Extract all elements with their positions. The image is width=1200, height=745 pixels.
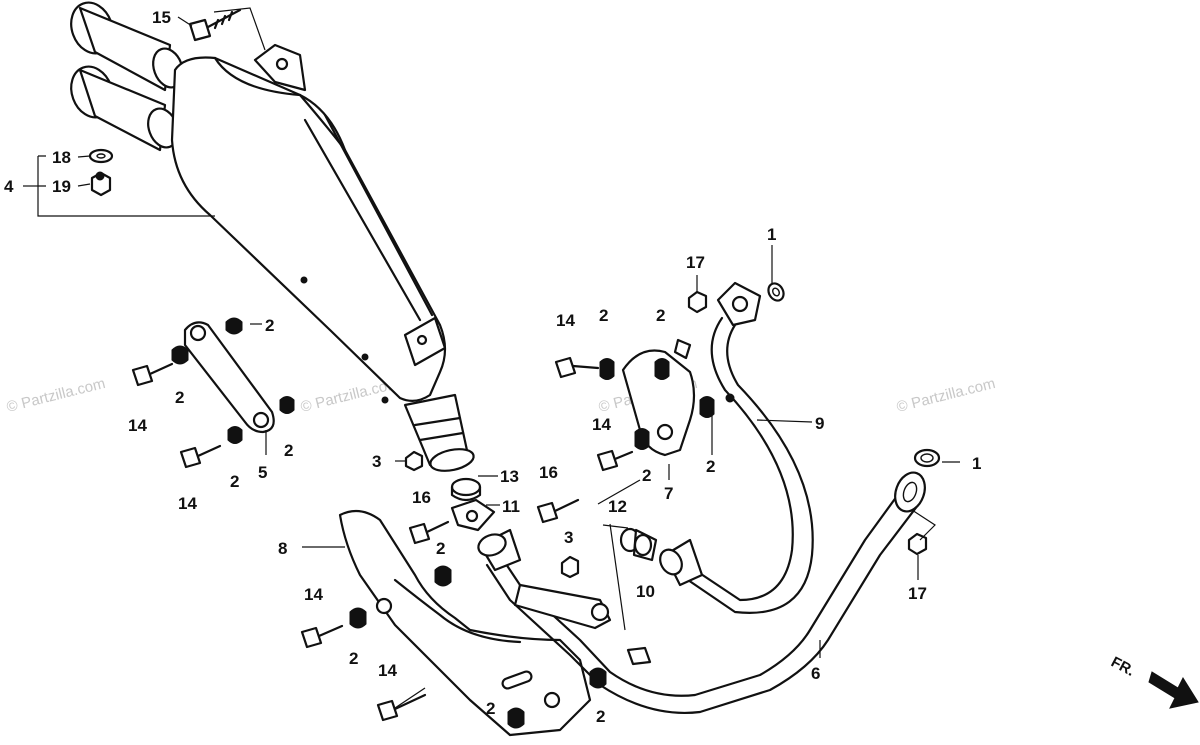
joint-10 [632, 528, 658, 562]
callout-2: 2 [349, 649, 358, 668]
callout-2: 2 [599, 306, 608, 325]
callout-10: 10 [636, 582, 655, 601]
exhaust-pipe-6 [478, 471, 926, 714]
bolts-14-16 [131, 356, 634, 722]
washer-1-upper [767, 282, 785, 302]
callout-6: 6 [811, 664, 820, 683]
callout-5: 5 [258, 463, 267, 482]
callout-16: 16 [539, 463, 558, 482]
callout-2: 2 [486, 699, 495, 718]
callout-14: 14 [556, 311, 575, 330]
nut-19 [90, 171, 112, 197]
callout-14: 14 [178, 494, 197, 513]
nut-3-lower [560, 555, 580, 579]
mounts-2 [171, 317, 715, 729]
callout-13: 13 [500, 467, 519, 486]
callout-2: 2 [656, 306, 665, 325]
front-direction-indicator: FR. [1108, 654, 1199, 709]
gasket-13 [450, 477, 482, 502]
callout-8: 8 [278, 539, 287, 558]
nut-17-upper [687, 290, 708, 314]
callout-2: 2 [436, 539, 445, 558]
callout-17: 17 [686, 253, 705, 272]
callout-1: 1 [972, 454, 981, 473]
callout-15: 15 [152, 8, 171, 27]
bracket-5 [183, 321, 275, 434]
callout-2: 2 [265, 316, 274, 335]
washer-1-lower [913, 448, 941, 468]
leader-lines [23, 7, 960, 709]
callout-3: 3 [372, 452, 381, 471]
callout-3: 3 [564, 528, 573, 547]
callout-labels: 15 18 4 19 2 14 2 2 14 2 5 3 13 16 11 8 … [4, 8, 981, 726]
callout-9: 9 [815, 414, 824, 433]
watermark-right: © Partzilla.com [895, 375, 997, 416]
watermark-left: © Partzilla.com [5, 375, 107, 416]
muffler [70, 1, 475, 472]
callout-1: 1 [767, 225, 776, 244]
washer-18 [88, 148, 114, 164]
callout-16: 16 [412, 488, 431, 507]
callout-7: 7 [664, 484, 673, 503]
nut-3-upper [404, 450, 424, 472]
callout-11: 11 [502, 497, 520, 516]
heat-shield-8 [338, 509, 592, 737]
callout-14: 14 [128, 416, 147, 435]
watermarks: © Partzilla.com © Partzilla.com © Partzi… [5, 375, 997, 416]
callout-14: 14 [304, 585, 323, 604]
callout-2: 2 [596, 707, 605, 726]
bolt-15 [188, 8, 242, 42]
callout-14: 14 [378, 661, 397, 680]
callout-2: 2 [706, 457, 715, 476]
callout-2: 2 [284, 441, 293, 460]
callout-14: 14 [592, 415, 611, 434]
callout-2: 2 [230, 472, 239, 491]
exhaust-pipe-9 [659, 281, 814, 614]
callout-2: 2 [642, 466, 651, 485]
joint-11 [450, 498, 507, 557]
callout-2: 2 [175, 388, 184, 407]
front-label: FR. [1108, 654, 1137, 680]
callout-17: 17 [908, 584, 927, 603]
callout-4: 4 [4, 177, 14, 196]
callout-19: 19 [52, 177, 71, 196]
callout-18: 18 [52, 148, 71, 167]
callout-12: 12 [608, 497, 627, 516]
